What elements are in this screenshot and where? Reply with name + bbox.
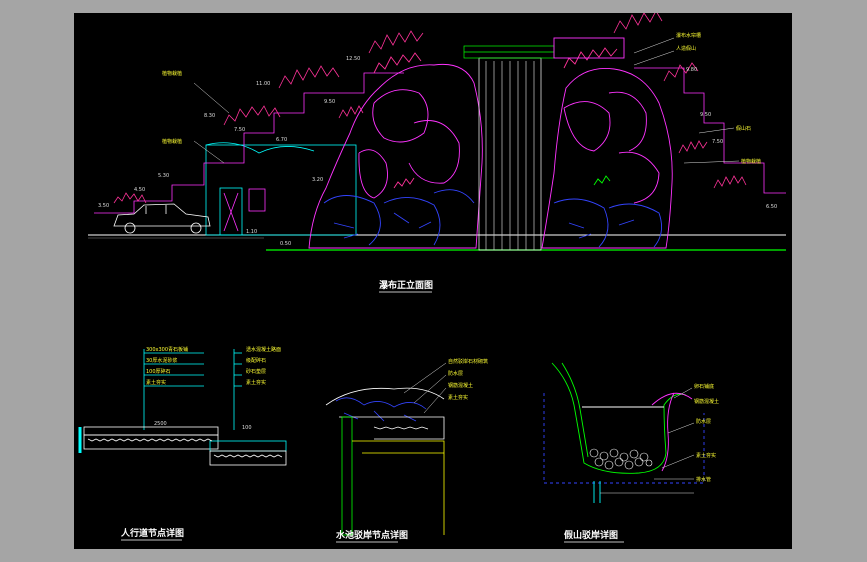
elevation-value: 3.50 (98, 203, 109, 209)
detail-sidewalk: 2500 100 300x300青石板铺 30厚水泥砂浆 100厚碎石 素土夯实… (78, 346, 287, 541)
label-cascade-trough: 瀑布水帘槽 (676, 32, 701, 39)
planting-left (94, 30, 424, 214)
elevation-value: 0.50 (280, 241, 291, 247)
label-layer: 自然驳岸石材砌筑 (448, 358, 488, 365)
elevation-value: 4.50 (134, 187, 145, 193)
label-artificial-rockery: 人造假山 (676, 45, 696, 52)
label-layer: 钢筋混凝土 (694, 398, 719, 405)
detail-title-sidewalk: 人行道节点详图 (120, 527, 184, 539)
label-plant-left: 植物栽植 (162, 138, 182, 145)
label-layer: 防水层 (448, 370, 463, 377)
label-plant-top: 植物栽植 (162, 70, 182, 77)
label-layer: 砂石垫层 (246, 368, 266, 375)
dimension-value: 100 (242, 425, 252, 431)
label-layer: 素土夯实 (246, 379, 266, 386)
cad-drawing: 12.50 11.00 9.50 8.30 7.50 6.70 5.30 4.5… (78, 10, 786, 543)
label-layer: 钢筋混凝土 (448, 382, 473, 389)
label-layer: 素土夯实 (146, 379, 166, 386)
elevation-value: 6.70 (276, 137, 287, 143)
label-layer: 排水管 (696, 476, 711, 483)
rockery-right (541, 37, 673, 249)
detail-rockery-bank: 卵石铺底 钢筋混凝土 防水层 素土夯实 排水管 假山驳岸详图 (543, 362, 719, 543)
left-building (205, 142, 357, 236)
elevation-value: 5.30 (158, 173, 169, 179)
elevation-value: 7.50 (234, 127, 245, 133)
cad-drawing-viewport[interactable]: 12.50 11.00 9.50 8.30 7.50 6.70 5.30 4.5… (74, 10, 792, 549)
label-layer: 卵石铺底 (694, 383, 714, 390)
waterfall-elevation: 12.50 11.00 9.50 8.30 7.50 6.70 5.30 4.5… (88, 10, 786, 293)
elevation-value: 9.50 (324, 99, 335, 105)
elevation-value: 7.50 (712, 139, 723, 145)
label-layer: 素土夯实 (696, 452, 716, 459)
planting-right (613, 10, 786, 194)
dimension-value: 2500 (154, 421, 167, 427)
label-layer: 30厚水泥砂浆 (146, 357, 177, 364)
elevation-value: 12.50 (346, 56, 360, 62)
elevation-value: 1.10 (246, 229, 257, 235)
label-layer: 级配碎石 (246, 357, 266, 364)
rockery-left (308, 52, 483, 249)
detail-title-pool-edge: 水池驳岸节点详图 (336, 529, 408, 541)
detail-title-rockery-bank: 假山驳岸详图 (564, 529, 618, 541)
elevation-markers: 12.50 11.00 9.50 8.30 7.50 6.70 5.30 4.5… (98, 56, 777, 247)
label-plant-right: 植物栽植 (741, 158, 761, 165)
elevation-value: 8.30 (204, 113, 215, 119)
elevation-value: 11.00 (256, 81, 270, 87)
leader-lines (193, 37, 740, 164)
detail-pool-edge: 自然驳岸石材砌筑 防水层 钢筋混凝土 素土夯实 水池驳岸节点详图 (325, 358, 488, 543)
label-layer: 素土夯实 (448, 394, 468, 401)
label-layer: 透水混凝土路面 (246, 346, 281, 353)
label-layer: 100厚碎石 (146, 368, 171, 375)
elevation-labels: 植物栽植 植物栽植 瀑布水帘槽 人造假山 假山石 植物栽植 (162, 32, 761, 165)
elevation-value: 9.50 (700, 112, 711, 118)
elevation-title: 瀑布正立面图 (379, 279, 433, 291)
elevation-value: 6.50 (766, 204, 777, 210)
waterfall (463, 45, 555, 251)
elevation-value: 3.20 (312, 177, 323, 183)
elevation-value: 9.80 (686, 67, 697, 73)
car (113, 203, 211, 234)
label-layer: 防水层 (696, 418, 711, 425)
label-layer: 300x300青石板铺 (146, 346, 188, 353)
label-rockery: 假山石 (736, 125, 751, 132)
